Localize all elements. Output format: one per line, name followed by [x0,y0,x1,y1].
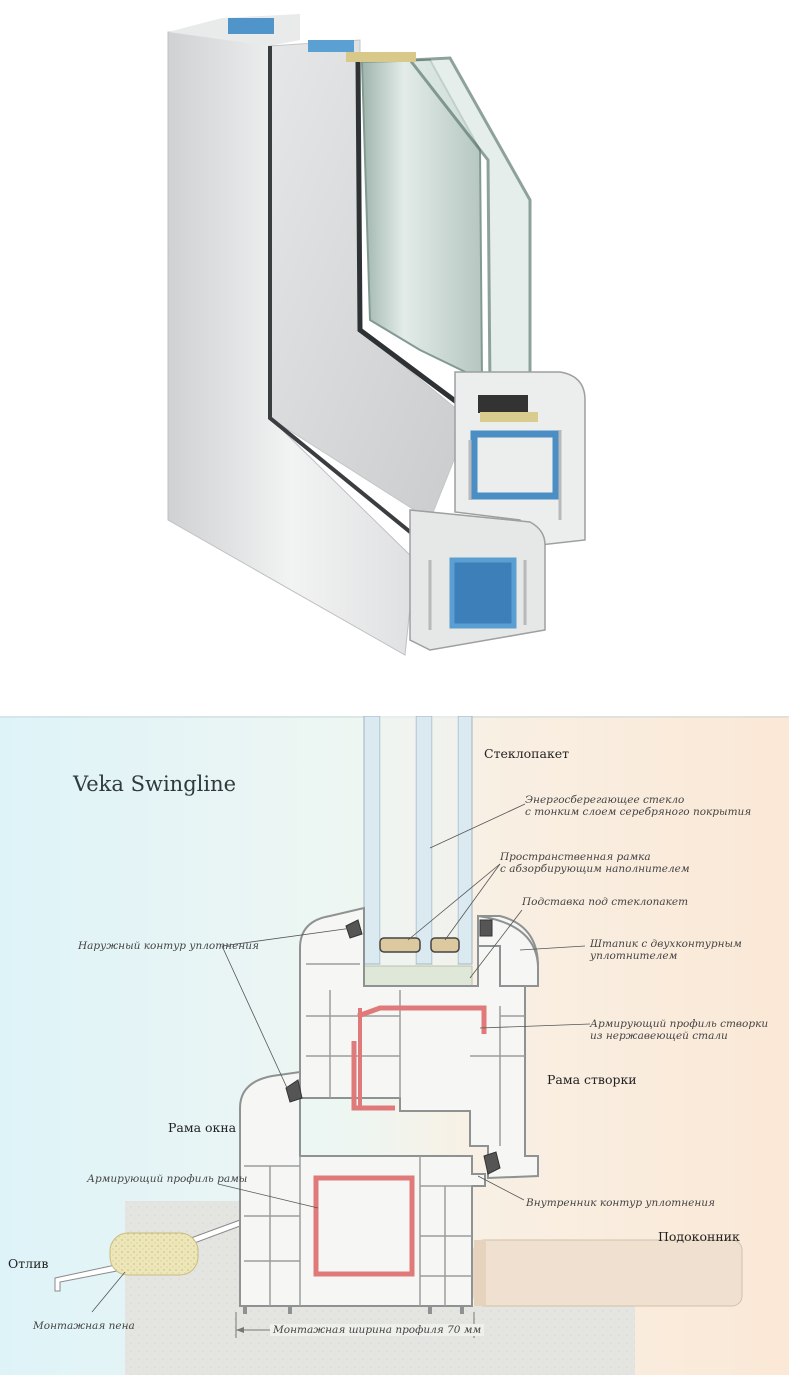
ann-frame-reinforcement: Армирующий профиль рамы [87,1173,248,1185]
outer-seal-bottom [285,1079,303,1103]
sash-steel-profile [470,430,560,500]
ann-foam: Монтажная пена [33,1320,135,1332]
glazing-bead [477,914,539,987]
outer-seal-top [345,919,363,939]
sash-reinforcement [351,1005,487,1111]
sill-board [473,1239,743,1307]
frame-steel-profile [449,557,517,629]
spacer-right [430,937,460,953]
ann-inner-seal: Внутренник контур уплотнения [526,1197,716,1209]
label-glass-unit: Стеклопакет [484,746,570,761]
label-window-frame: Рама окна [168,1120,237,1135]
ann-outer-seal: Наружный контур уплотнения [78,940,259,952]
glass-support [363,965,473,989]
diagram-title: Veka Swingline [73,772,237,796]
wall-block [125,1201,635,1375]
cross-section-diagram [0,716,789,1375]
foam-block [109,1232,199,1276]
ann-energy-glass: Энергосберегающее стекло с тонким слоем … [525,794,752,818]
top-reinforcement-1 [228,18,274,34]
ann-sash-reinforcement: Армирующий профиль створки из нержавеюще… [590,1018,769,1042]
frame-reinforcement [313,1175,415,1277]
ann-glass-support: Подставка под стеклопакет [522,896,689,908]
bead-seal [479,919,493,937]
glass-pane-outer [363,716,381,965]
glass-support-3d [478,395,528,413]
top-reinforcement-2 [308,40,354,52]
label-sill: Подоконник [658,1229,740,1244]
seal-line-inner [355,59,472,415]
inner-seal [483,1151,501,1175]
ann-mount-width: Монтажная ширина профиля 70 мм [270,1324,485,1336]
ann-bead: Штапик с двухконтурным уплотнителем [590,938,742,962]
profile-3d-render [167,14,586,656]
seal-line-outer [268,46,422,542]
spacer-left [379,937,421,953]
top-spacer [346,52,416,62]
ann-spacer: Пространственная рамка с абзорбирующим н… [500,851,690,875]
spacer-3d [480,412,538,422]
label-drip: Отлив [8,1256,49,1271]
glass-pane-inner [457,716,473,965]
label-sash-frame: Рама створки [547,1072,637,1087]
